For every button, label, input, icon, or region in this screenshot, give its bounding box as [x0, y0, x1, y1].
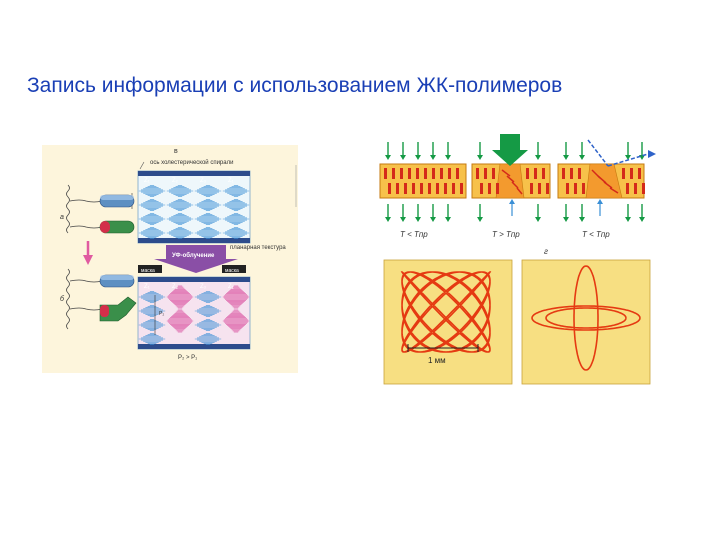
- lc-polymer-helix-figure: в ось холестерической спирали Z₁ Z₂ Z₃ Z…: [42, 145, 298, 373]
- label-b: б: [60, 295, 65, 303]
- mesogen-rod-bent: [99, 296, 137, 322]
- mask-right: [222, 265, 246, 273]
- label-g: г: [544, 247, 548, 256]
- condition-1: T < Tпр: [400, 230, 428, 239]
- thermal-recording-figure: T < Tпр T > Tпр T < Tпр г 1 мм: [370, 122, 660, 387]
- svg-text:маска: маска: [141, 268, 155, 274]
- recording-panel-2: [521, 259, 651, 385]
- relation-label: P₂ > P₁: [178, 355, 197, 361]
- planar-label: планарная текстура: [230, 245, 286, 251]
- condition-3: T < Tпр: [582, 230, 610, 239]
- helix-pattern-bottom: [138, 285, 250, 345]
- svg-text:Z₃: Z₃: [200, 284, 207, 290]
- uv-label: УФ-облучение: [172, 252, 215, 259]
- svg-text:Z₁: Z₁: [228, 284, 234, 290]
- z-label-4: Z₁: [228, 178, 234, 184]
- polymer-chain-top: [66, 184, 70, 234]
- condition-2: T > Tпр: [492, 230, 520, 239]
- laser-beam-out: [607, 153, 649, 167]
- label-v: в: [174, 148, 178, 155]
- svg-text:Z₂: Z₂: [172, 284, 179, 290]
- z-label-2: Z₂: [172, 178, 179, 184]
- laser-beam-in: [587, 139, 609, 167]
- label-a: а: [60, 214, 64, 221]
- svg-text:Z₁: Z₁: [144, 284, 150, 290]
- square-recorded-pattern: [400, 271, 492, 353]
- helix-pattern-top: [138, 185, 250, 239]
- lc-film-blocks: [379, 163, 645, 199]
- cross-recorded-pattern: [531, 265, 641, 371]
- heating-probe-arrow: [492, 134, 528, 166]
- uv-arrow: [154, 245, 238, 273]
- p2-label: P₂: [159, 311, 164, 317]
- scale-label: 1 мм: [428, 356, 446, 365]
- transform-arrow: [83, 255, 93, 265]
- mask-left: [138, 265, 162, 273]
- axis-label: ось холестерической спирали: [150, 159, 233, 166]
- z-label-3: Z₃: [200, 178, 207, 184]
- polymer-chain-bottom: [66, 268, 70, 330]
- svg-text:маска: маска: [225, 268, 239, 274]
- z-label-1: Z₁: [144, 178, 150, 184]
- slide-title: Запись информации с использованием ЖК-по…: [27, 74, 563, 97]
